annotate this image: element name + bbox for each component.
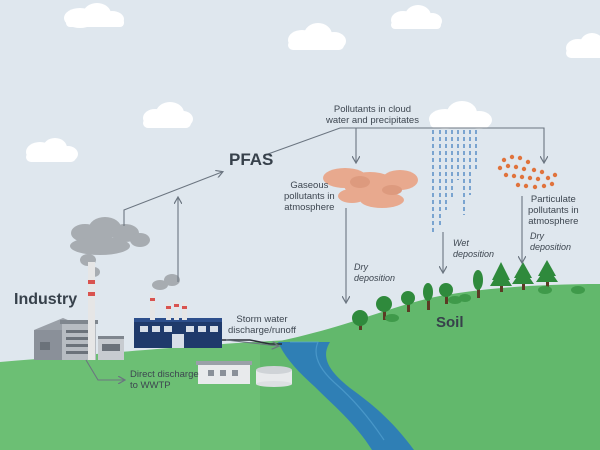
blue-factory	[134, 292, 222, 348]
cloud-precip-label: Pollutants in cloud water and precipitat…	[326, 104, 419, 126]
cloud-precip-line: water and precipitates	[326, 115, 419, 126]
gaseous-label: Gaseous pollutants in atmosphere	[284, 180, 335, 213]
direct-discharge-label: Direct discharge to WWTP	[130, 369, 199, 391]
cloud-1	[64, 3, 124, 28]
dry-deposition-line: deposition	[530, 242, 572, 252]
gaseous-cloud-shade	[350, 176, 402, 195]
gaseous-line: atmosphere	[284, 202, 335, 213]
arrow-storm-water	[225, 339, 278, 346]
wet-deposition-line: deposition	[453, 249, 495, 259]
tree-5	[439, 283, 453, 304]
river-highlight	[290, 341, 385, 441]
wet-deposition-label: Wet deposition	[453, 238, 494, 260]
arrow-direct-discharge	[85, 359, 124, 380]
pfas-label: PFAS	[229, 150, 274, 169]
storm-water-line: discharge/runoff	[228, 325, 296, 336]
soil-label: Soil	[436, 314, 464, 331]
bushes	[385, 286, 585, 322]
tree-7	[490, 262, 512, 292]
cloud-2	[288, 23, 346, 50]
tree-9	[536, 260, 558, 288]
flow-arrows	[85, 127, 544, 380]
cloud-4	[26, 138, 78, 162]
tree-4	[423, 283, 433, 310]
white-clouds	[26, 3, 600, 162]
grey-factory	[34, 262, 124, 360]
dry-deposition-line: Dry	[530, 231, 544, 241]
cloud-precip-line: Pollutants in cloud	[333, 104, 412, 115]
dry-deposition-line: deposition	[354, 273, 396, 283]
industry-label: Industry	[14, 291, 78, 308]
river	[278, 342, 414, 450]
dry-deposition-label-1: Dry deposition	[354, 262, 395, 284]
cloud-3	[391, 5, 442, 29]
storm-water-label: Storm water discharge/runoff	[228, 314, 296, 336]
particulate-line: atmosphere	[528, 216, 579, 227]
trees	[352, 260, 558, 330]
wwtp	[196, 361, 292, 387]
gaseous-line: pollutants in	[284, 191, 335, 202]
cloud-6	[566, 33, 600, 58]
gaseous-cloud	[323, 168, 418, 208]
particulate-dots	[497, 154, 558, 190]
particulate-line: Particulate	[530, 194, 576, 205]
tree-2	[376, 296, 392, 320]
tree-6	[473, 270, 483, 298]
particulate-label: Particulate pollutants in atmosphere	[528, 194, 579, 227]
direct-discharge-line: Direct discharge	[130, 369, 199, 380]
particulate-line: pollutants in	[528, 205, 579, 216]
dry-deposition-line: Dry	[354, 262, 368, 272]
dry-deposition-label-2: Dry deposition	[530, 231, 571, 253]
gaseous-line: Gaseous	[290, 180, 329, 191]
smoke	[70, 217, 180, 290]
arrow-pfas-route	[267, 127, 544, 162]
rain-cloud	[429, 101, 492, 129]
tree-8	[512, 262, 534, 290]
tree-3	[401, 291, 415, 312]
storm-water-line: Storm water	[236, 314, 288, 325]
direct-discharge-line: to WWTP	[130, 380, 171, 391]
tree-1	[352, 310, 368, 330]
wet-deposition-line: Wet	[453, 238, 469, 248]
cloud-5	[143, 102, 193, 128]
arrow-smoke-to-pfas	[123, 172, 222, 226]
rain	[432, 130, 477, 232]
